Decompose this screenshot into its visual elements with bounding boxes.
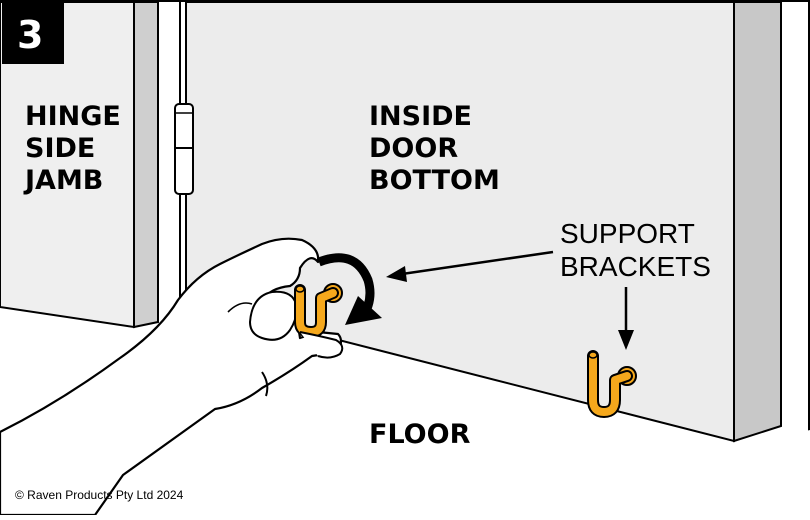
- hinge-side-jamb: [0, 1, 159, 329]
- hinge-jamb-line-1: HINGE: [25, 101, 121, 132]
- leader-arrow-left: [386, 250, 554, 282]
- door-hinge: [174, 103, 194, 195]
- step-badge: 3: [2, 2, 64, 64]
- floor-label: FLOOR: [369, 419, 471, 450]
- step-number: 3: [17, 13, 43, 57]
- support-brackets-line-1: SUPPORT: [560, 218, 695, 249]
- hinge-jamb-label: HINGE SIDE JAMB: [23, 101, 130, 196]
- door-bottom-label: INSIDE DOOR BOTTOM: [369, 101, 500, 196]
- hand-holding-bracket: [0, 237, 344, 517]
- hinge-jamb-line-2: SIDE: [25, 133, 95, 164]
- door-bottom-line-2: DOOR: [369, 133, 458, 164]
- support-brackets-label: SUPPORT BRACKETS: [560, 218, 711, 282]
- door-bottom-line-3: BOTTOM: [369, 165, 500, 196]
- door-bottom-line-1: INSIDE: [369, 101, 472, 132]
- support-brackets-line-2: BRACKETS: [560, 251, 711, 282]
- jamb-edge: [133, 1, 159, 329]
- rotate-arrow-icon: [317, 253, 382, 325]
- hinge-jamb-line-3: JAMB: [23, 165, 103, 196]
- leader-arrow-down: [618, 287, 634, 350]
- copyright-notice: © Raven Products Pty Ltd 2024: [15, 488, 184, 502]
- door-edge: [733, 1, 782, 443]
- support-bracket-right: [587, 350, 637, 418]
